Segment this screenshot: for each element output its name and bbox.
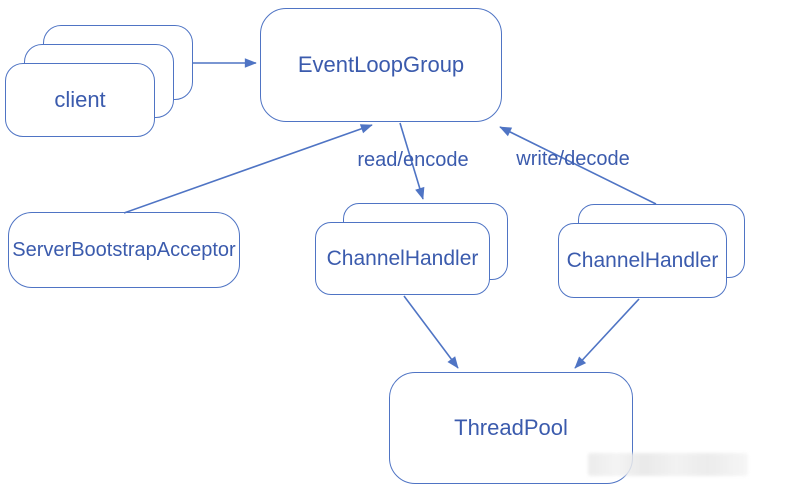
channel-handler-write-node: ChannelHandler <box>558 223 727 298</box>
event-loop-group-label: EventLoopGroup <box>297 52 465 77</box>
thread-pool-label: ThreadPool <box>454 415 568 440</box>
channel-handler-write-label: ChannelHandler <box>566 248 719 272</box>
channel-handler-read-label: ChannelHandler <box>326 246 479 270</box>
event-loop-group-node: EventLoopGroup <box>260 8 502 122</box>
edge-channelhandler-read-to-threadpool <box>403 295 459 369</box>
server-bootstrap-acceptor-label: ServerBootstrapAcceptor <box>12 238 236 261</box>
write-decode-edge-label: write/decode <box>516 148 630 170</box>
edge-channelhandler-write-to-threadpool <box>574 298 640 369</box>
server-bootstrap-acceptor-node: ServerBootstrapAcceptor <box>8 212 240 288</box>
blurred-watermark <box>588 453 748 476</box>
client-node-label: client <box>54 87 106 112</box>
channel-handler-read-node: ChannelHandler <box>315 222 490 295</box>
edge-acceptor-to-eventloopgroup <box>123 124 373 214</box>
read-encode-edge-label: read/encode <box>357 149 469 171</box>
client-node: client <box>5 63 155 137</box>
